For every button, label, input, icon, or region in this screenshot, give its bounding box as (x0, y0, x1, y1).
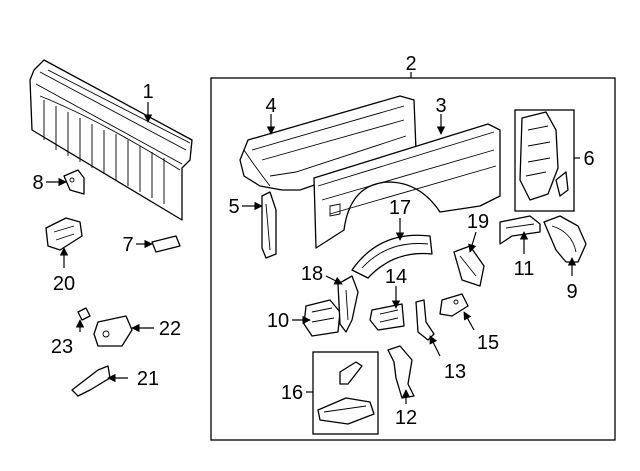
part-21-strap (71, 365, 111, 397)
part-6-stake-pocket (519, 111, 569, 201)
callout-labels: 1 2 3 4 5 6 7 8 9 10 11 12 13 14 15 16 1… (32, 53, 594, 429)
part-10-bracket (303, 299, 341, 337)
part-11-bracket (499, 215, 541, 245)
leader-13 (429, 335, 441, 357)
callout-22: 22 (159, 318, 181, 340)
callout-8: 8 (32, 172, 43, 194)
part-18-brace (337, 275, 359, 333)
leader-lines (46, 72, 580, 404)
part-17-wheelhouse (351, 234, 433, 279)
callout-19: 19 (467, 211, 489, 233)
part-7-plug (151, 235, 181, 253)
callout-23: 23 (51, 336, 73, 358)
callout-3: 3 (435, 95, 446, 117)
callout-15: 15 (477, 332, 499, 354)
part-22-fuel-door (93, 315, 133, 347)
part-3-right-bed-side (313, 123, 501, 249)
callout-2: 2 (405, 53, 416, 75)
callout-16: 16 (281, 382, 303, 404)
part-15-bracket (439, 293, 469, 317)
callout-6: 6 (583, 148, 594, 170)
callout-11: 11 (514, 258, 535, 280)
callout-18: 18 (301, 263, 323, 285)
part-13-brace (415, 299, 435, 341)
leader-18 (325, 275, 343, 285)
callout-5: 5 (228, 196, 239, 218)
callout-21: 21 (137, 368, 159, 390)
callout-4: 4 (265, 95, 276, 117)
bed-assembly-frame (210, 77, 616, 441)
part-5-bracket (261, 191, 277, 259)
part-14-bracket (369, 303, 405, 331)
part-23-clip (77, 307, 91, 321)
callout-9: 9 (566, 281, 577, 303)
part-19-panel (453, 245, 485, 287)
part-16-floor-braces (317, 361, 375, 425)
part-1-front-panel (29, 59, 193, 221)
callout-17: 17 (389, 197, 411, 219)
callout-14: 14 (385, 266, 407, 288)
group-16-frame (312, 351, 379, 435)
part-8-hinge (63, 169, 85, 195)
part-9-inner-panel (543, 215, 587, 263)
leader-19 (468, 231, 477, 253)
callout-7: 7 (122, 234, 133, 256)
callout-10: 10 (267, 310, 289, 332)
callout-1: 1 (142, 81, 153, 103)
part-12-brace (387, 345, 415, 399)
part-4-left-bed-side (239, 95, 417, 191)
callout-13: 13 (444, 361, 466, 383)
callout-12: 12 (395, 407, 417, 429)
leader-15 (463, 311, 475, 331)
group-6-frame (514, 109, 575, 212)
part-20-handle (45, 217, 83, 251)
callout-20: 20 (53, 273, 75, 295)
